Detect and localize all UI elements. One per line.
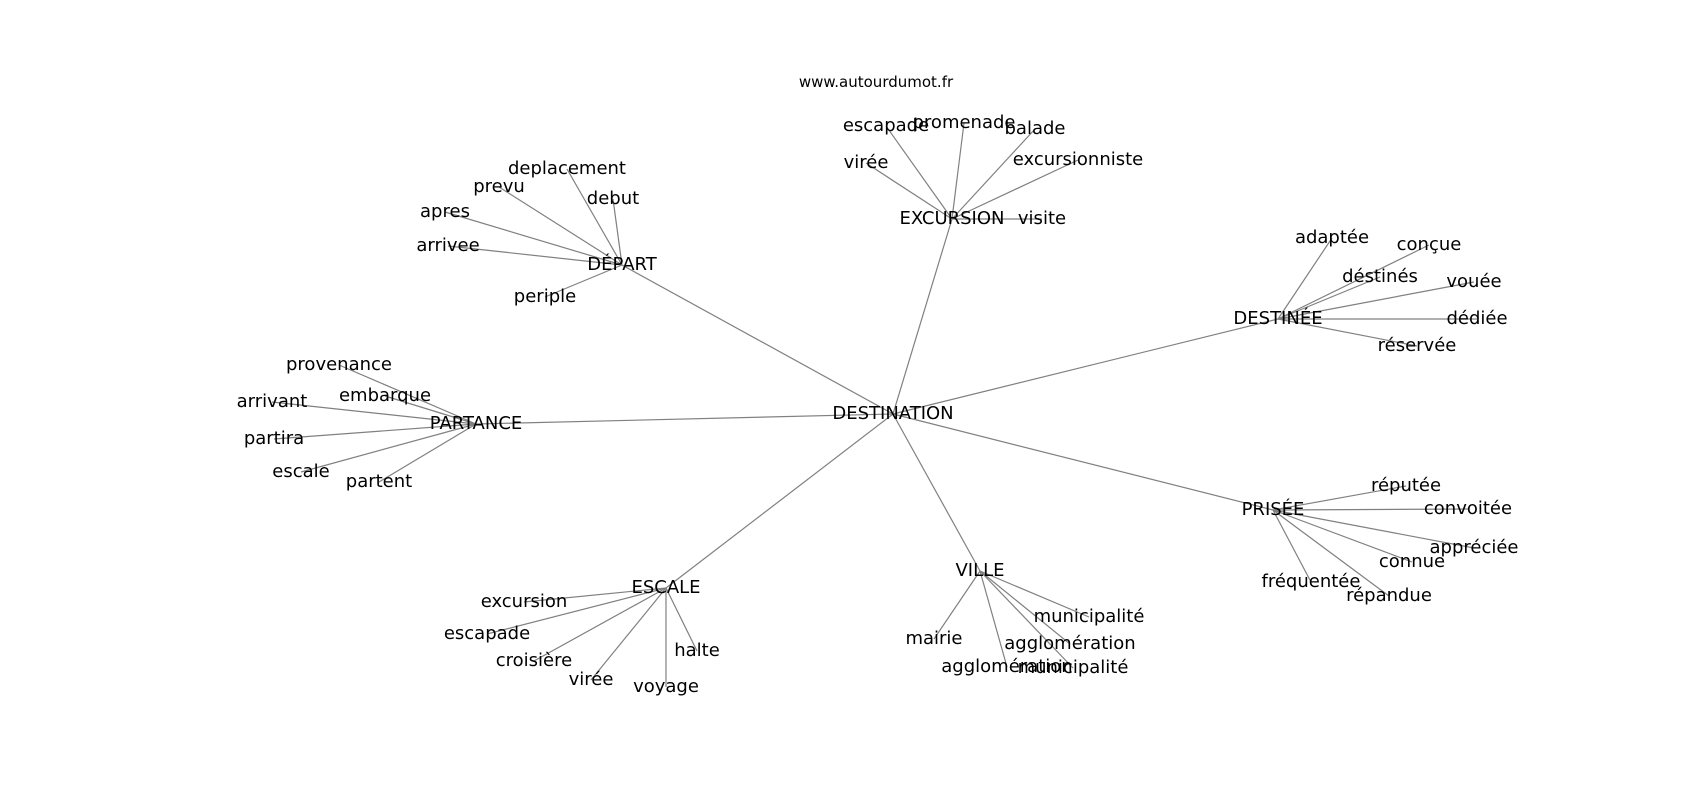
root-hub-edge [892, 413, 981, 572]
hub-word: DÉPART [587, 253, 657, 275]
leaf-word: agglomération [1004, 633, 1135, 654]
leaf-word: municipalité [1034, 606, 1145, 627]
hub-leaf-edge [271, 401, 477, 425]
leaf-word: promenade [913, 112, 1016, 133]
root-hub-edge [892, 218, 953, 415]
root-word: DESTINATION [832, 403, 953, 424]
leaf-word: adaptée [1295, 227, 1369, 248]
hub-leaf-edge [951, 159, 1079, 220]
leaf-word: municipalité [1018, 657, 1129, 678]
leaf-word: apres [420, 201, 470, 222]
leaf-word: conçue [1397, 234, 1462, 255]
leaf-word: escapade [444, 623, 530, 644]
leaf-word: déstinés [1342, 266, 1418, 287]
hub-leaf-edge [444, 211, 623, 266]
leaf-word: balade [1005, 118, 1066, 139]
root-hub-edge [475, 413, 894, 425]
hub-leaf-edge [979, 570, 1008, 668]
leaf-word: connue [1379, 551, 1445, 572]
hub-leaf-edge [979, 570, 1071, 645]
leaf-word: voyage [633, 676, 699, 697]
hub-leaf-edge [951, 122, 965, 220]
hub-leaf-edge [1277, 318, 1418, 347]
leaf-word: excursion [481, 591, 568, 612]
leaf-word: halte [674, 640, 720, 661]
leaf-word: vouée [1446, 271, 1501, 292]
leaf-word: agglomération [941, 656, 1072, 677]
hub-leaf-edge [1277, 237, 1333, 320]
hub-word: PRISÉE [1242, 498, 1305, 520]
leaf-word: escale [272, 461, 329, 482]
leaf-word: provenance [286, 354, 392, 375]
hub-leaf-edge [1272, 485, 1407, 511]
leaf-word: appréciée [1429, 537, 1518, 558]
leaf-word: arrivee [416, 235, 479, 256]
leaf-word: excursionniste [1013, 149, 1144, 170]
leaf-word: partira [244, 428, 304, 449]
hub-leaf-edge [979, 570, 1090, 618]
leaf-word: virée [569, 669, 614, 690]
hub-word: PARTANCE [430, 413, 523, 434]
hub-leaf-edge [590, 587, 667, 681]
root-hub-edge [892, 413, 1274, 511]
root-hub-edge [892, 318, 1279, 415]
leaf-word: embarque [339, 385, 431, 406]
root-hub-edge [665, 413, 894, 589]
hub-word: ESCALE [631, 577, 700, 598]
leaf-word: visite [1018, 208, 1066, 229]
leaf-word: répandue [1346, 585, 1432, 606]
leaf-word: arrivant [237, 391, 308, 412]
hub-leaf-edge [1277, 281, 1475, 320]
leaf-word: croisière [496, 650, 572, 671]
hub-leaf-edge [378, 423, 477, 483]
hub-leaf-edge [1272, 509, 1390, 597]
leaf-word: virée [844, 152, 889, 173]
hub-leaf-edge [1272, 508, 1469, 511]
leaf-word: partent [346, 471, 412, 492]
hub-leaf-edge [1272, 509, 1312, 583]
hub-leaf-edge [544, 264, 623, 298]
leaf-word: fréquentée [1262, 571, 1361, 592]
leaf-word: dédiée [1446, 308, 1507, 329]
leaf-word: convoitée [1424, 498, 1512, 519]
hub-leaf-edge [612, 198, 623, 266]
hub-leaf-edge [1277, 244, 1430, 320]
hub-leaf-edge [533, 587, 667, 662]
hub-leaf-edge [384, 395, 477, 425]
hub-leaf-edge [885, 125, 953, 220]
leaf-word: debut [587, 188, 639, 209]
hub-leaf-edge [1272, 509, 1475, 549]
leaf-word: prevu [473, 176, 525, 197]
hub-leaf-edge [300, 423, 477, 473]
root-hub-edge [621, 264, 894, 415]
hub-leaf-edge [498, 186, 623, 266]
hub-leaf-edge [865, 162, 953, 220]
hub-leaf-edge [338, 364, 477, 425]
leaf-word: periple [514, 286, 576, 307]
hub-leaf-edge [979, 570, 1074, 669]
hub-leaf-edge [447, 245, 623, 266]
hub-word: VILLE [955, 560, 1004, 581]
hub-word: DESTINÉE [1233, 307, 1322, 329]
leaf-word: deplacement [508, 158, 626, 179]
hub-leaf-edge [951, 128, 1036, 220]
hub-leaf-edge [273, 423, 477, 440]
hub-leaf-edge [486, 587, 667, 635]
leaf-word: mairie [905, 628, 962, 649]
leaf-word: réputée [1371, 475, 1441, 496]
hub-leaf-edge [566, 168, 623, 266]
hub-leaf-edge [665, 587, 698, 652]
hub-leaf-edge [1272, 509, 1413, 563]
hub-leaf-edge [1277, 276, 1381, 320]
leaf-word: réservée [1378, 335, 1457, 356]
leaf-word: escapade [843, 115, 929, 136]
hub-leaf-edge [933, 570, 981, 640]
hub-leaf-edge [523, 587, 667, 603]
source-watermark: www.autourdumot.fr [798, 73, 954, 91]
hub-word: EXCURSION [899, 208, 1004, 229]
